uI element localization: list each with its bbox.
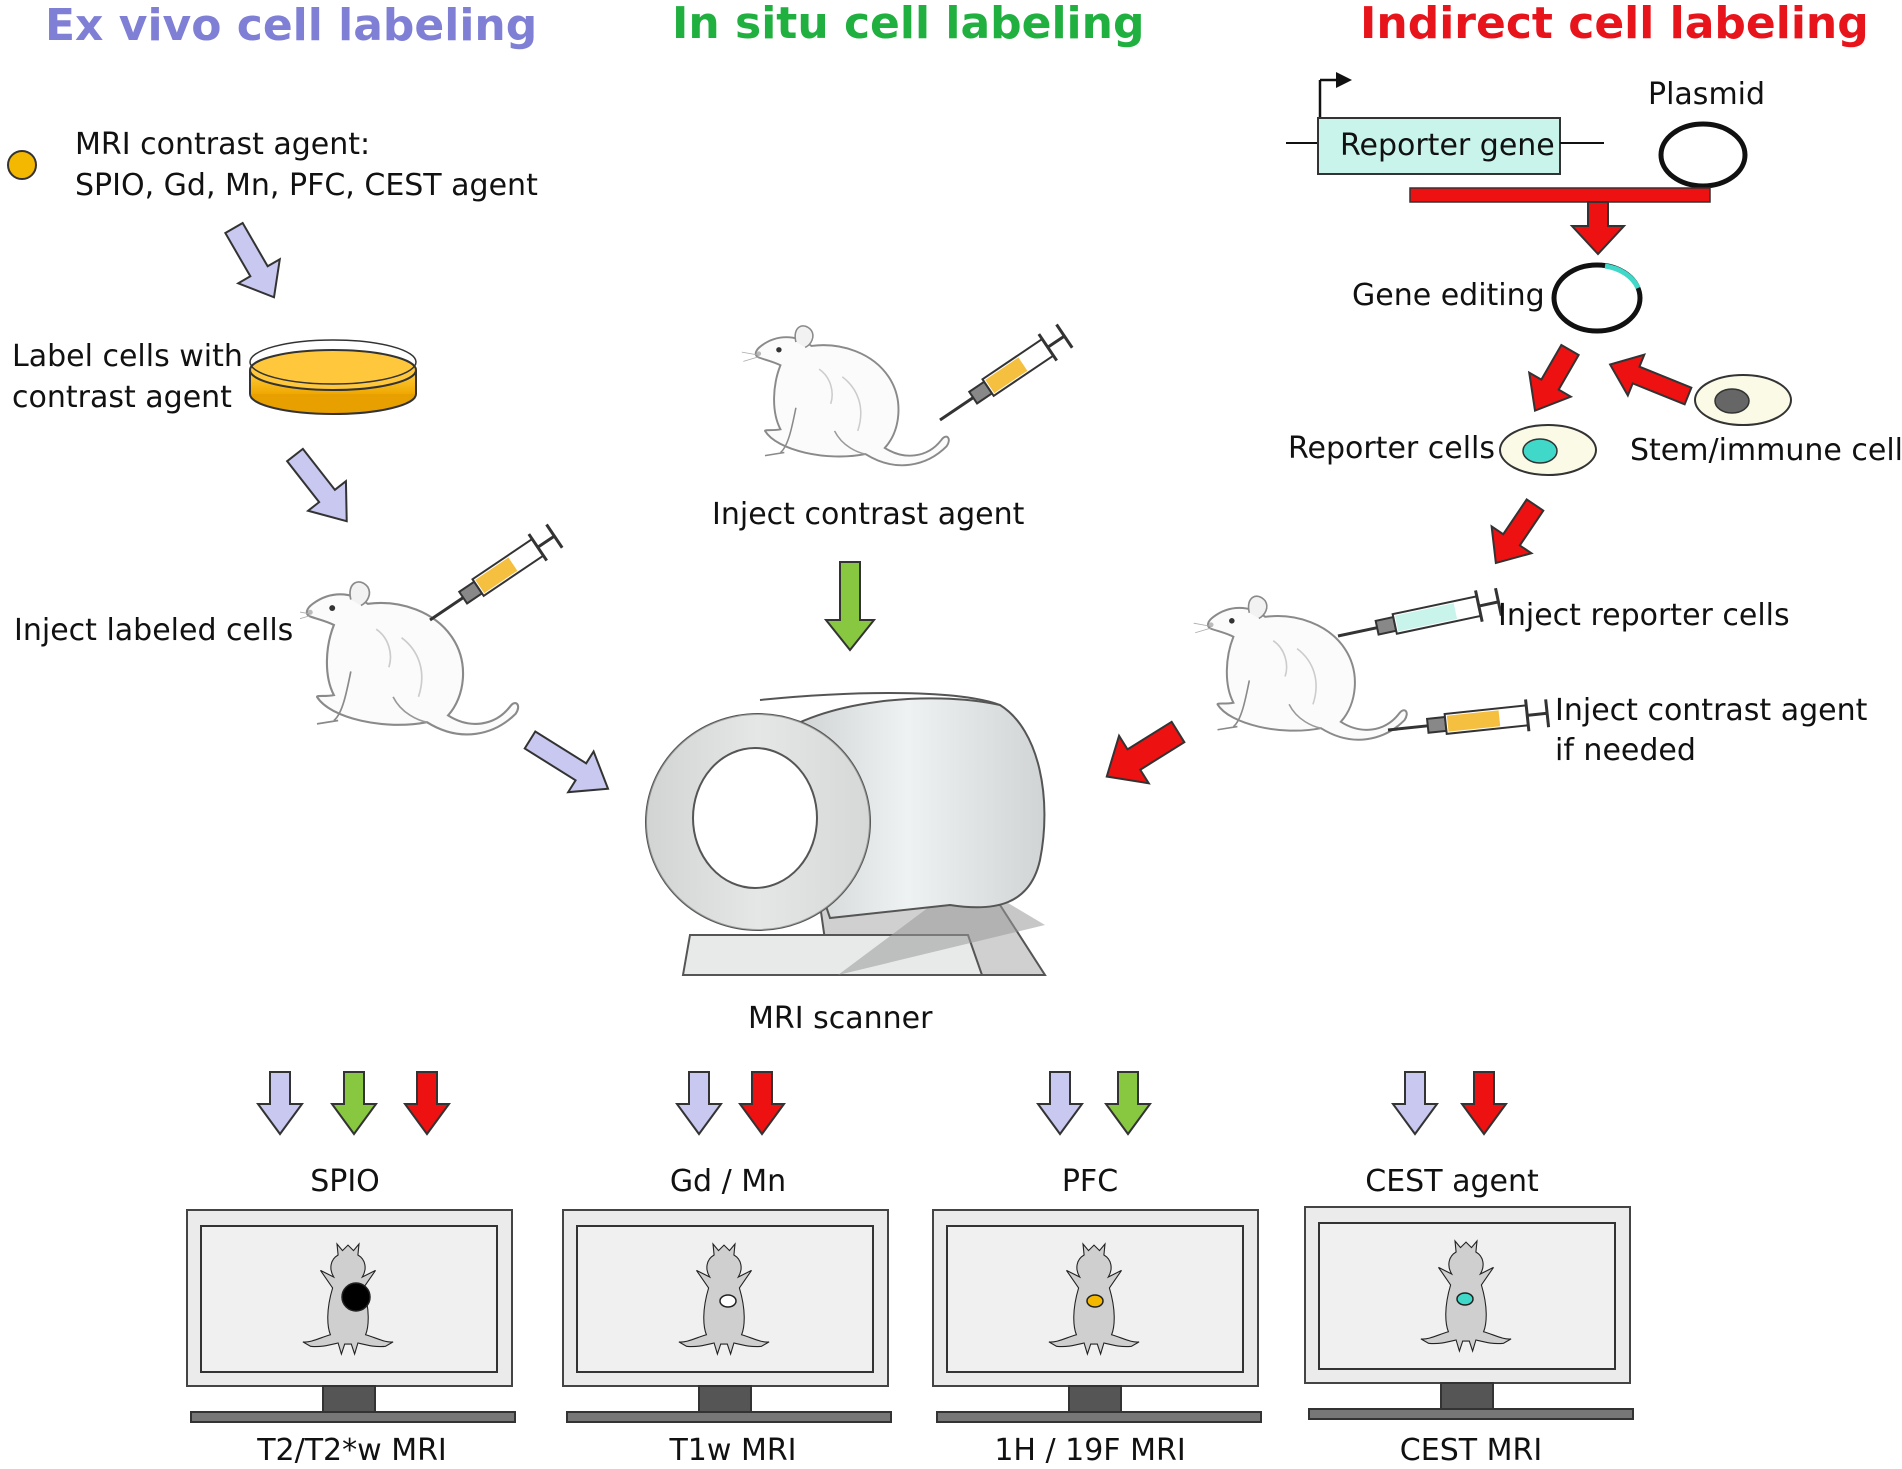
agent-label: SPIO [310,1164,380,1199]
monitor-icon [186,1209,516,1423]
rat-icon [1192,595,1408,741]
agent-label: Gd / Mn [670,1164,786,1199]
method-label: T1w MRI [668,1433,796,1468]
reporter-cells-label: Reporter cells [1288,431,1495,466]
arrow-down-lavender-icon [675,1071,723,1136]
arrow-down-red-icon [1490,498,1545,565]
signal-spot-icon [1086,1294,1104,1308]
output-cest: CEST agent CEST MRI [1304,1164,1634,1468]
arrow-down-lavender-icon [1391,1071,1439,1136]
arrow-down-green-icon [823,561,877,652]
arrow-left-red-icon [1608,353,1693,406]
inject-agent-label-line1: Inject contrast agent [1555,693,1868,728]
reporter-gene-box [1317,117,1561,175]
contrast-agent-dot-icon [7,150,37,180]
monitor-icon [562,1209,892,1423]
method-label: CEST MRI [1400,1433,1542,1468]
arrow-down-lavender-icon [285,447,348,523]
signal-spot-icon [719,1294,737,1308]
reporter-cell-icon [1499,424,1597,476]
syringe-reporter-icon [1337,587,1503,638]
output-gd-mn: Gd / Mn T1w MRI [562,1164,892,1468]
arrow-down-green-icon [330,1071,378,1136]
rat-icon [300,580,520,736]
output-pfc: PFC 1H / 19F MRI [932,1164,1262,1468]
arrow-combine-red-icon [1409,187,1711,256]
arrow-down-lavender-icon [223,221,282,299]
output-spio: SPIO T2/T2*w MRI [186,1164,516,1468]
arrow-down-lavender-icon [1036,1071,1084,1136]
inject-reporter-label: Inject reporter cells [1498,598,1790,633]
stem-cells-label: Stem/immune cells [1630,433,1902,468]
stem-cell-icon [1694,374,1792,426]
mri-scanner-label: MRI scanner [748,1001,933,1036]
inject-labeled-cells-label: Inject labeled cells [14,613,293,648]
agent-label-line2: SPIO, Gd, Mn, PFC, CEST agent [75,168,538,203]
arrow-down-red-icon [738,1071,786,1136]
arrow-to-scanner-lavender-icon [523,730,610,794]
signal-spot-icon [1456,1292,1474,1306]
title-in-situ: In situ cell labeling [672,0,1144,49]
label-cells-line1: Label cells with [12,339,243,374]
plasmid-label: Plasmid [1648,77,1765,112]
agent-label-line1: MRI contrast agent: [75,127,370,162]
agent-label: CEST agent [1365,1164,1539,1199]
arrow-to-scanner-red-icon [1105,720,1186,785]
arrow-down-green-icon [1104,1071,1152,1136]
edited-plasmid-icon [1551,262,1643,334]
plasmid-icon [1658,121,1748,189]
title-indirect: Indirect cell labeling [1360,0,1869,49]
inject-contrast-agent-label: Inject contrast agent [712,497,1025,532]
syringe-icon [939,323,1074,422]
arrow-down-red-icon [1527,343,1581,413]
syringe-icon [429,523,564,622]
monitor-icon [1304,1206,1634,1420]
petri-dish-icon [249,339,417,415]
signal-spot-icon [341,1282,371,1312]
arrow-down-lavender-icon [256,1071,304,1136]
monitor-icon [932,1209,1262,1423]
reporter-gene-label: Reporter gene [1340,128,1555,163]
method-label: T2/T2*w MRI [256,1433,447,1468]
arrow-down-red-icon [1460,1071,1508,1136]
output-arrows [256,1071,1508,1136]
agent-label: PFC [1062,1164,1118,1199]
method-label: 1H / 19F MRI [994,1433,1185,1468]
syringe-agent-icon [1387,699,1551,735]
title-ex-vivo: Ex vivo cell labeling [45,0,537,51]
label-cells-line2: contrast agent [12,380,232,415]
mri-scanner-icon [645,692,1047,976]
gene-editing-label: Gene editing [1352,278,1545,313]
inject-agent-label-line2: if needed [1555,733,1696,768]
arrow-down-red-icon [403,1071,451,1136]
rat-icon [740,324,950,467]
